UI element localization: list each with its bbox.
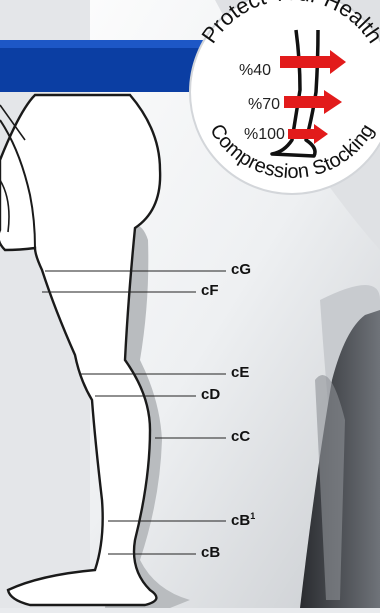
level-label-70: %70	[248, 96, 280, 113]
level-label-100: %100	[244, 126, 285, 143]
label-cC: cC	[231, 429, 250, 444]
label-cB1: cB1	[231, 512, 255, 528]
label-cD: cD	[201, 387, 220, 402]
label-cE: cE	[231, 365, 249, 380]
label-cB: cB	[201, 545, 220, 560]
label-cB1-superscript: 1	[250, 511, 255, 521]
label-cG: cG	[231, 262, 251, 277]
label-cF: cF	[201, 283, 219, 298]
level-label-40: %40	[239, 62, 271, 79]
